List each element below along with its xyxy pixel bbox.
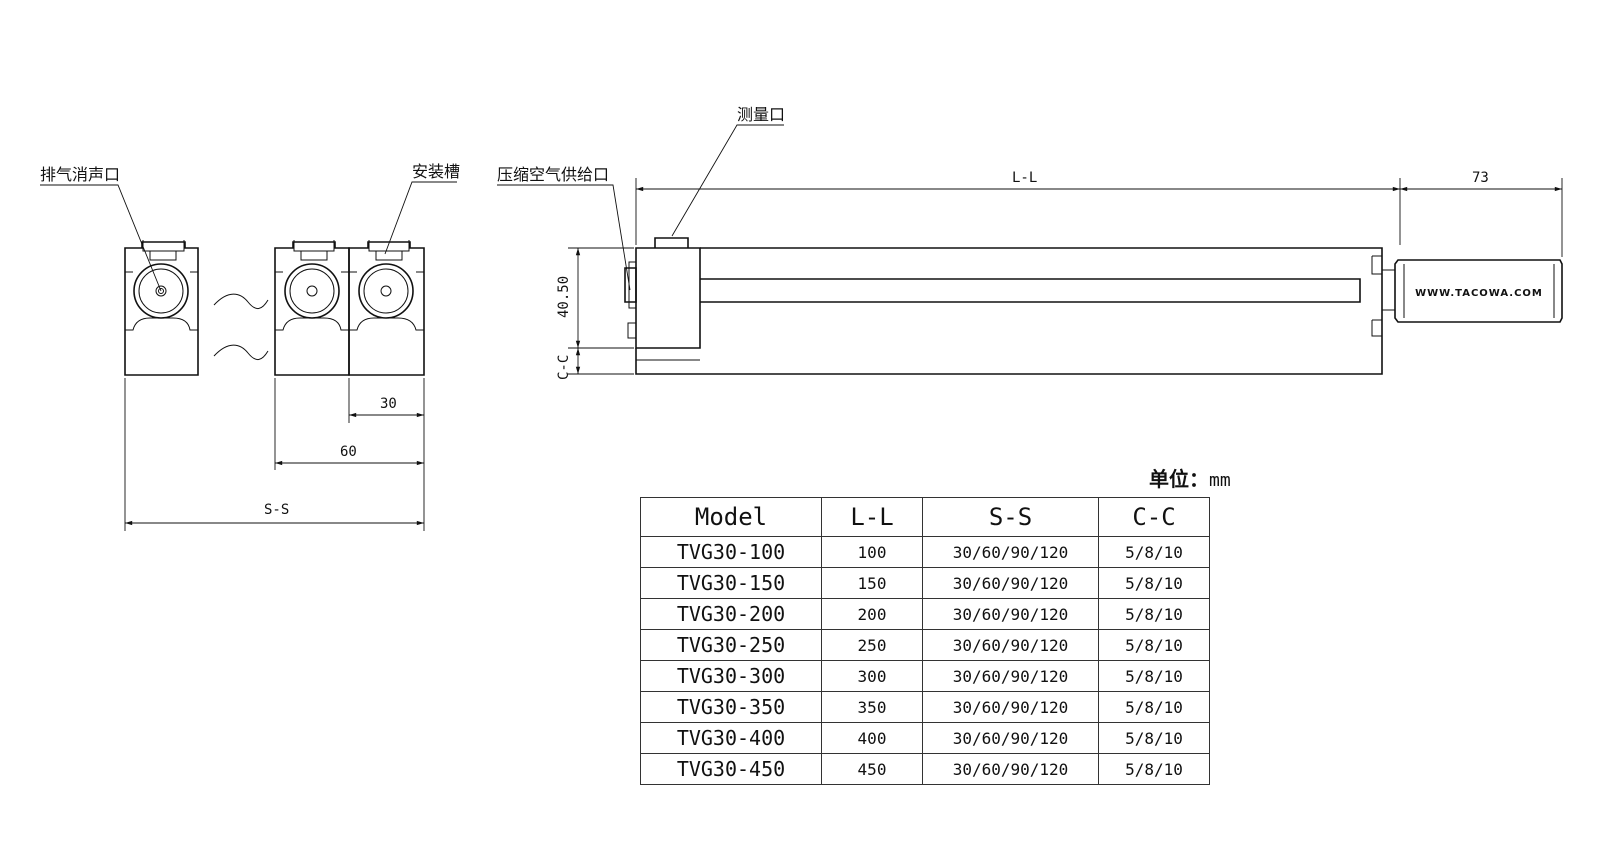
cell-model: TVG30-250 <box>640 629 822 661</box>
cell-ss: 30/60/90/120 <box>922 567 1099 599</box>
cell-model: TVG30-200 <box>640 598 822 630</box>
header-ss: S-S <box>922 497 1099 537</box>
table-row: TVG30-400 400 30/60/90/120 5/8/10 <box>640 722 1210 754</box>
table-row: TVG30-250 250 30/60/90/120 5/8/10 <box>640 629 1210 661</box>
dimension-60: 60 <box>274 378 425 470</box>
cell-cc: 5/8/10 <box>1098 691 1210 723</box>
table-row: TVG30-150 150 30/60/90/120 5/8/10 <box>640 567 1210 599</box>
dim-label-cc: C-C <box>556 355 572 380</box>
cell-ll: 200 <box>821 598 923 630</box>
dim-label-73: 73 <box>1472 170 1489 186</box>
label-exhaust-muffler-port: 排气消声口 <box>40 165 120 184</box>
header-model: Model <box>640 497 822 537</box>
cell-cc: 5/8/10 <box>1098 567 1210 599</box>
cell-model: TVG30-450 <box>640 753 822 785</box>
cell-model: TVG30-300 <box>640 660 822 692</box>
cell-ll: 400 <box>821 722 923 754</box>
cell-cc: 5/8/10 <box>1098 722 1210 754</box>
leader-measurement-port: 测量口 <box>671 105 785 237</box>
end-view-block-2 <box>274 240 350 376</box>
cell-ll: 450 <box>821 753 923 785</box>
break-marks <box>213 293 269 360</box>
cell-ll: 150 <box>821 567 923 599</box>
end-view-block-3 <box>348 240 425 376</box>
cell-cc: 5/8/10 <box>1098 629 1210 661</box>
dimension-40-50: 40.50 <box>556 247 634 349</box>
cell-ss: 30/60/90/120 <box>922 691 1099 723</box>
cell-model: TVG30-350 <box>640 691 822 723</box>
dimension-cc: C-C <box>556 348 634 380</box>
dimension-30: 30 <box>348 378 425 423</box>
table-row: TVG30-200 200 30/60/90/120 5/8/10 <box>640 598 1210 630</box>
cell-ss: 30/60/90/120 <box>922 722 1099 754</box>
dim-label-60: 60 <box>340 444 357 460</box>
dim-label-30: 30 <box>380 396 397 412</box>
cell-cc: 5/8/10 <box>1098 598 1210 630</box>
dim-label-40-50: 40.50 <box>556 276 572 318</box>
cell-cc: 5/8/10 <box>1098 536 1210 568</box>
label-compressed-air-supply-port: 压缩空气供给口 <box>497 165 609 184</box>
cell-ss: 30/60/90/120 <box>922 629 1099 661</box>
dimension-73: 73 <box>1399 170 1563 257</box>
header-cc: C-C <box>1098 497 1210 537</box>
engraving-text: WWW.TACOWA.COM <box>1415 288 1543 299</box>
cell-model: TVG30-400 <box>640 722 822 754</box>
label-mounting-slot: 安装槽 <box>412 162 460 181</box>
cell-model: TVG30-150 <box>640 567 822 599</box>
cell-cc: 5/8/10 <box>1098 753 1210 785</box>
label-measurement-port: 测量口 <box>737 105 785 124</box>
dimension-ll: L-L <box>635 170 1401 245</box>
header-ll: L-L <box>821 497 923 537</box>
cell-model: TVG30-100 <box>640 536 822 568</box>
cell-ss: 30/60/90/120 <box>922 598 1099 630</box>
cell-cc: 5/8/10 <box>1098 660 1210 692</box>
cell-ll: 100 <box>821 536 923 568</box>
end-view-block-1 <box>124 240 199 376</box>
cell-ll: 300 <box>821 660 923 692</box>
side-view-body: WWW.TACOWA.COM <box>624 237 1563 375</box>
unit-value: mm <box>1209 470 1231 491</box>
dimension-ss: S-S <box>124 378 425 531</box>
cell-ll: 250 <box>821 629 923 661</box>
table-row: TVG30-450 450 30/60/90/120 5/8/10 <box>640 753 1210 785</box>
unit-label: 单位： <box>1149 467 1209 491</box>
cell-ll: 350 <box>821 691 923 723</box>
table-row: TVG30-300 300 30/60/90/120 5/8/10 <box>640 660 1210 692</box>
dim-label-ss: S-S <box>264 502 289 518</box>
unit-note: 单位：mm <box>1149 463 1231 492</box>
table-row: TVG30-100 100 30/60/90/120 5/8/10 <box>640 536 1210 568</box>
leader-compressed-air-supply-port: 压缩空气供给口 <box>497 165 631 291</box>
cell-ss: 30/60/90/120 <box>922 536 1099 568</box>
leader-mounting-slot: 安装槽 <box>384 162 460 255</box>
leader-exhaust-muffler-port: 排气消声口 <box>40 165 162 292</box>
table-row: TVG30-350 350 30/60/90/120 5/8/10 <box>640 691 1210 723</box>
specification-table: Model L-L S-S C-C TVG30-100 100 30/60/90… <box>640 497 1210 785</box>
table-header-row: Model L-L S-S C-C <box>640 497 1210 537</box>
dim-label-ll: L-L <box>1012 170 1037 186</box>
cell-ss: 30/60/90/120 <box>922 660 1099 692</box>
cell-ss: 30/60/90/120 <box>922 753 1099 785</box>
